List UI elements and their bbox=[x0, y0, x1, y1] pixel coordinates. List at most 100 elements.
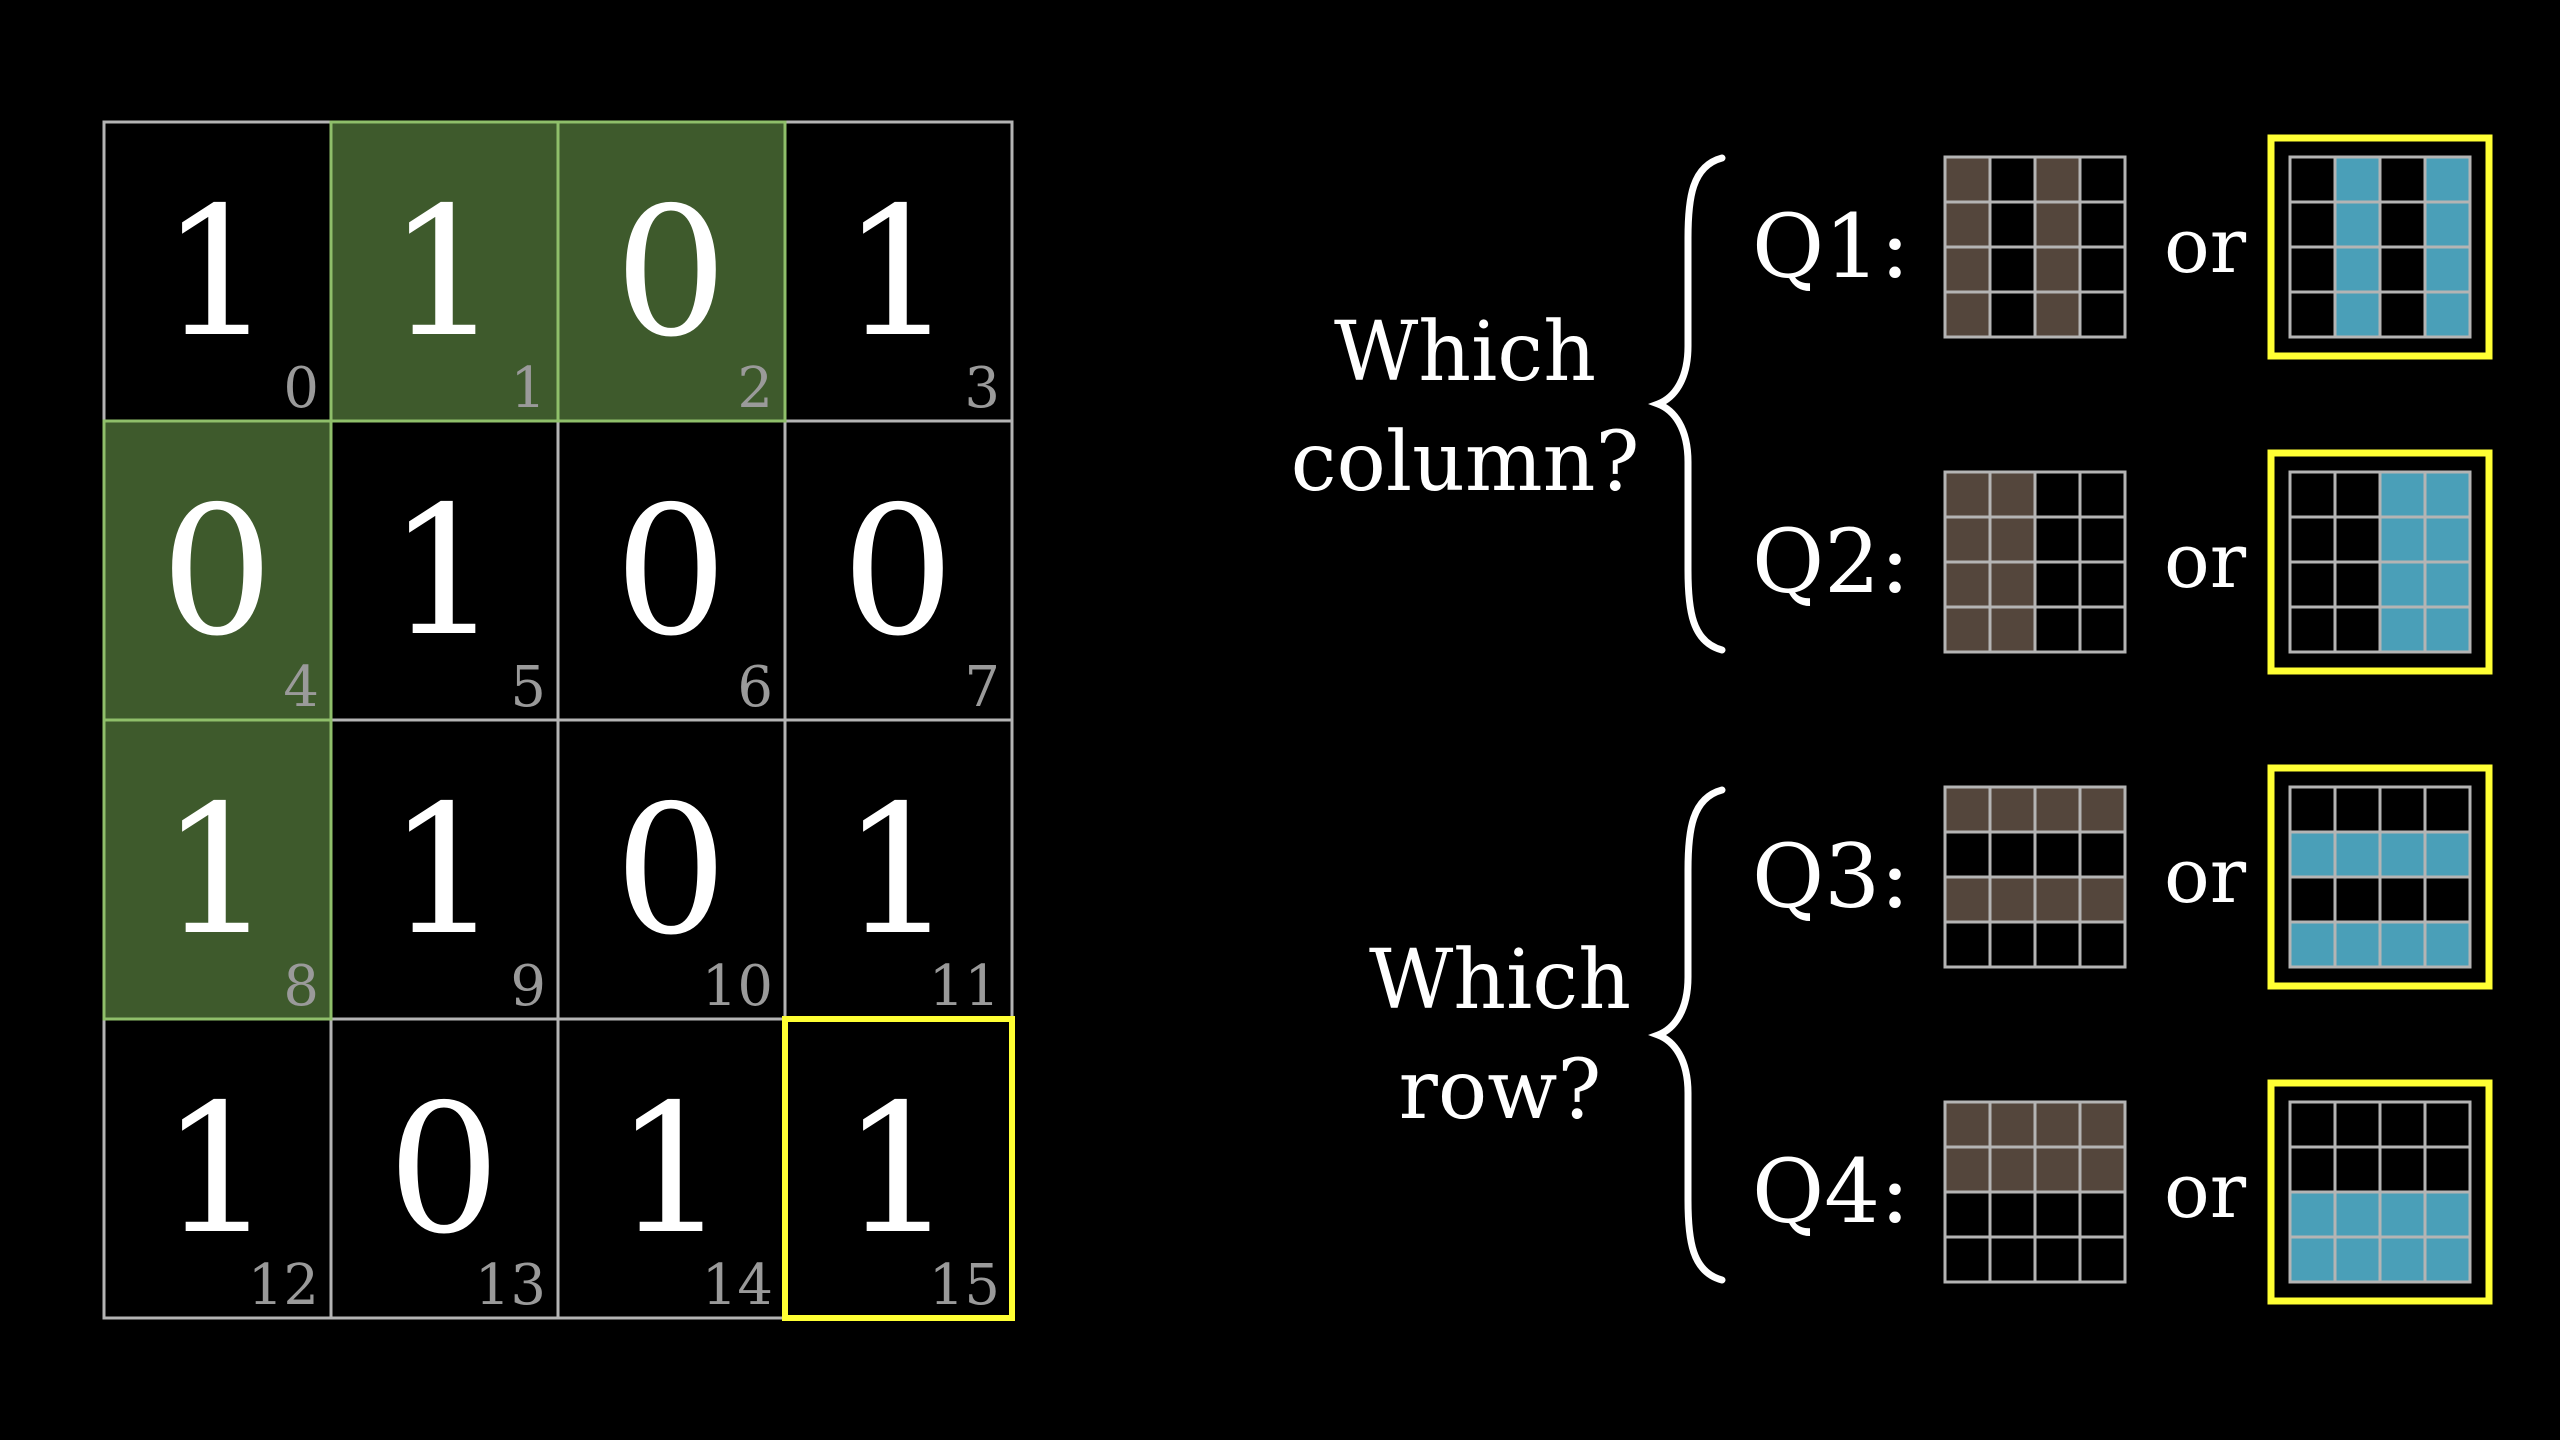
option-a-grid-cell-3-2-0 bbox=[1943, 1190, 1992, 1239]
option-b-grid-cell-1-1-2 bbox=[2378, 515, 2427, 564]
group-label-line: Which bbox=[1369, 933, 1631, 1028]
or-connector: or bbox=[2164, 831, 2247, 920]
option-b-grid-cell-0-0-3 bbox=[2423, 155, 2472, 204]
option-a-grid-cell-3-1-0 bbox=[1943, 1145, 1992, 1194]
bit-value: 1 bbox=[841, 169, 954, 376]
question-label: Q2: bbox=[1752, 510, 1910, 613]
bit-value: 1 bbox=[841, 1066, 954, 1273]
parity-cell-4 bbox=[102, 419, 333, 722]
option-b-grid-cell-0-3-1 bbox=[2333, 290, 2382, 339]
option-b-grid-cell-3-2-2 bbox=[2378, 1190, 2427, 1239]
option-a-grid-cell-2-3-0 bbox=[1943, 920, 1992, 969]
option-a-grid-cell-2-0-2 bbox=[2033, 785, 2082, 834]
option-b-grid-cell-0-2-0 bbox=[2288, 245, 2337, 294]
option-b-grid-cell-3-3-2 bbox=[2378, 1235, 2427, 1284]
option-a-grid-cell-3-2-2 bbox=[2033, 1190, 2082, 1239]
option-a-grid bbox=[1943, 785, 2127, 969]
option-b-grid-cell-1-3-3 bbox=[2423, 605, 2472, 654]
option-a-grid-cell-1-0-2 bbox=[2033, 470, 2082, 519]
option-a-grid-cell-2-2-3 bbox=[2078, 875, 2127, 924]
option-a-grid-cell-0-0-1 bbox=[1988, 155, 2037, 204]
option-a-grid-cell-2-1-1 bbox=[1988, 830, 2037, 879]
option-b-grid-cell-1-0-1 bbox=[2333, 470, 2382, 519]
option-b-highlight bbox=[2267, 764, 2493, 990]
option-b-grid-cell-3-1-0 bbox=[2288, 1145, 2337, 1194]
option-b-grid-cell-0-0-1 bbox=[2333, 155, 2382, 204]
option-b-grid-cell-2-2-0 bbox=[2288, 875, 2337, 924]
option-a-grid-cell-3-0-2 bbox=[2033, 1100, 2082, 1149]
option-b-grid-cell-2-0-0 bbox=[2288, 785, 2337, 834]
question-label: Q3: bbox=[1752, 825, 1910, 928]
group-label-line: column? bbox=[1291, 415, 1640, 510]
option-a-grid-cell-2-0-1 bbox=[1988, 785, 2037, 834]
question-label: Q4: bbox=[1752, 1140, 1910, 1243]
option-b-grid-cell-2-1-0 bbox=[2288, 830, 2337, 879]
option-b-grid-cell-3-2-1 bbox=[2333, 1190, 2382, 1239]
group-label-line: Which bbox=[1334, 305, 1596, 400]
option-a-grid-cell-1-1-1 bbox=[1988, 515, 2037, 564]
bit-index: 5 bbox=[510, 655, 546, 720]
bit-cell-0 bbox=[102, 120, 333, 423]
bit-value: 0 bbox=[614, 468, 727, 675]
option-a-grid-cell-2-2-1 bbox=[1988, 875, 2037, 924]
bit-value: 1 bbox=[160, 1066, 273, 1273]
option-a-grid-cell-3-2-1 bbox=[1988, 1190, 2037, 1239]
option-b-grid-cell-0-3-3 bbox=[2423, 290, 2472, 339]
option-a-grid-cell-3-1-2 bbox=[2033, 1145, 2082, 1194]
option-a-grid-cell-1-1-2 bbox=[2033, 515, 2082, 564]
bit-index: 4 bbox=[283, 655, 319, 720]
option-b-grid-cell-3-1-3 bbox=[2423, 1145, 2472, 1194]
option-b-grid-cell-0-0-0 bbox=[2288, 155, 2337, 204]
option-a-grid-cell-0-2-1 bbox=[1988, 245, 2037, 294]
option-b-grid bbox=[2288, 155, 2472, 339]
option-a-grid-cell-0-1-3 bbox=[2078, 200, 2127, 249]
option-b-grid-cell-1-2-1 bbox=[2333, 560, 2382, 609]
bit-cell-9 bbox=[329, 718, 560, 1021]
option-a-grid-cell-2-1-3 bbox=[2078, 830, 2127, 879]
parity-border-2 bbox=[556, 120, 787, 423]
option-a-grid-cell-2-0-3 bbox=[2078, 785, 2127, 834]
bit-value: 1 bbox=[387, 468, 500, 675]
bit-index: 14 bbox=[702, 1253, 773, 1318]
option-b-grid-cell-1-2-0 bbox=[2288, 560, 2337, 609]
bit-index: 6 bbox=[737, 655, 773, 720]
option-a-grid bbox=[1943, 155, 2127, 339]
bit-index: 13 bbox=[475, 1253, 546, 1318]
option-a-grid-cell-1-3-3 bbox=[2078, 605, 2127, 654]
option-a-grid-cell-1-2-0 bbox=[1943, 560, 1992, 609]
option-a-grid-cell-2-3-1 bbox=[1988, 920, 2037, 969]
option-a-grid-cell-3-3-1 bbox=[1988, 1235, 2037, 1284]
bit-value: 1 bbox=[160, 169, 273, 376]
option-a-grid-cell-0-2-3 bbox=[2078, 245, 2127, 294]
option-b-grid-cell-3-2-3 bbox=[2423, 1190, 2472, 1239]
option-b-grid-cell-1-3-1 bbox=[2333, 605, 2382, 654]
curly-brace bbox=[1648, 786, 1726, 1284]
bit-index: 11 bbox=[929, 954, 1000, 1019]
option-b-highlight bbox=[2267, 134, 2493, 360]
option-b-grid-cell-3-1-1 bbox=[2333, 1145, 2382, 1194]
option-a-grid-cell-0-1-0 bbox=[1943, 200, 1992, 249]
option-a-grid-cell-3-3-0 bbox=[1943, 1235, 1992, 1284]
option-b-grid-cell-3-3-0 bbox=[2288, 1235, 2337, 1284]
bit-cell-11 bbox=[783, 718, 1014, 1021]
option-b-grid-cell-2-0-1 bbox=[2333, 785, 2382, 834]
option-b-grid-cell-0-1-3 bbox=[2423, 200, 2472, 249]
option-b-highlight bbox=[2267, 1079, 2493, 1305]
option-a-grid-cell-2-3-3 bbox=[2078, 920, 2127, 969]
bit-value: 1 bbox=[387, 169, 500, 376]
option-a-grid-cell-1-3-2 bbox=[2033, 605, 2082, 654]
bit-value: 0 bbox=[614, 767, 727, 974]
bit-cell-5 bbox=[329, 419, 560, 722]
option-b-grid-cell-1-3-2 bbox=[2378, 605, 2427, 654]
question-label: Q1: bbox=[1752, 195, 1910, 298]
option-a-grid-cell-3-0-1 bbox=[1988, 1100, 2037, 1149]
option-b-grid-cell-2-0-2 bbox=[2378, 785, 2427, 834]
bit-value: 0 bbox=[160, 468, 273, 675]
option-a-grid-cell-3-3-3 bbox=[2078, 1235, 2127, 1284]
option-b-grid-cell-0-3-0 bbox=[2288, 290, 2337, 339]
bit-index: 2 bbox=[737, 356, 773, 421]
bit-value: 0 bbox=[387, 1066, 500, 1273]
option-b-grid-cell-2-2-1 bbox=[2333, 875, 2382, 924]
